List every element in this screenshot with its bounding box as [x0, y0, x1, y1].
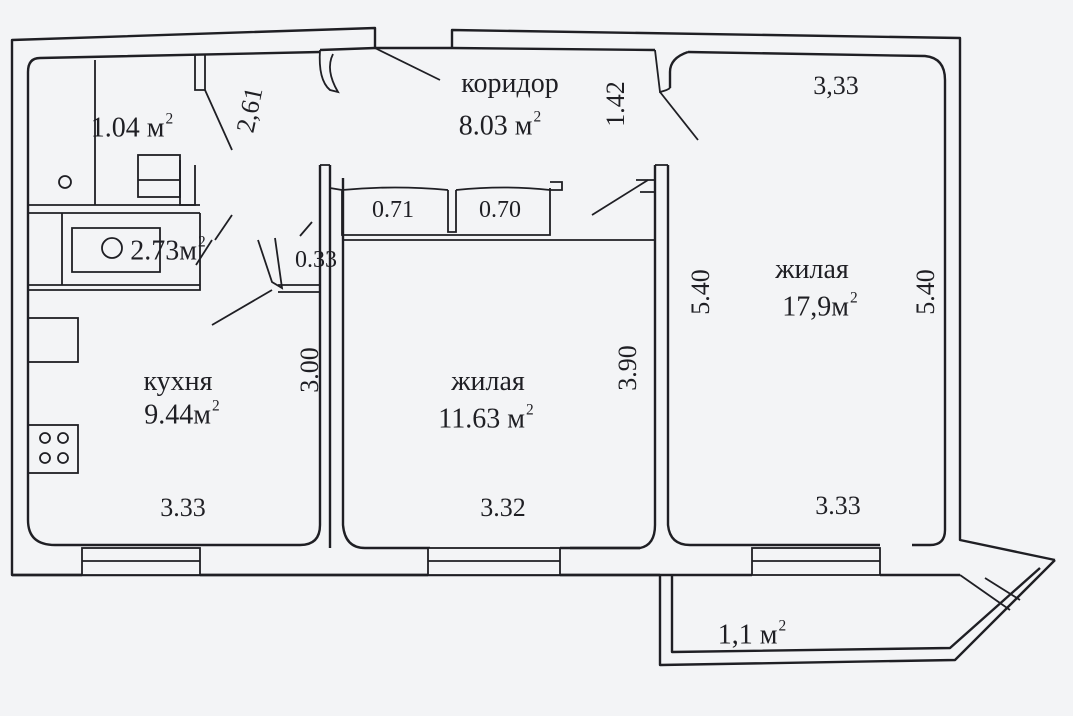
dim-closet-left: 0.71 — [372, 197, 414, 223]
room-area-balcony: 1,1 м2 — [717, 617, 787, 651]
dim-right-top: 3,33 — [813, 71, 859, 100]
dim-right-height-left: 5.40 — [686, 269, 715, 315]
room-name-living-middle: жилая — [451, 366, 525, 397]
room-area-kitchen: 9.44м2 — [144, 397, 220, 431]
room-area-bath: 2.73м2 — [130, 233, 206, 267]
fixtures — [27, 154, 181, 474]
room-name-kitchen: кухня — [143, 366, 213, 397]
dim-corridor-width: 1.42 — [601, 81, 630, 127]
dim-closet-right: 0.70 — [479, 197, 521, 223]
dim-kitchen-height: 3.00 — [295, 347, 324, 393]
room-area-wc: 1.04 м2 — [90, 110, 174, 144]
room-area-corridor: 8.03 м2 — [458, 108, 542, 142]
dim-right-height-right: 5.40 — [911, 269, 940, 315]
dim-right-bottom: 3.33 — [815, 491, 861, 520]
room-name-living-right: жилая — [775, 254, 849, 285]
partitions — [28, 60, 668, 293]
dim-kitchen-width: 3.33 — [160, 493, 206, 522]
windows — [81, 547, 881, 576]
outer-walls — [10, 26, 1056, 667]
stove-icon — [27, 424, 79, 474]
room-name-corridor: коридор — [461, 68, 559, 99]
door-swings — [194, 47, 699, 326]
bathtub-icon — [71, 227, 161, 273]
kitchen-sink-icon — [27, 317, 79, 363]
room-area-living-middle: 11.63 м2 — [438, 401, 534, 435]
toilet-icon — [137, 154, 181, 198]
sink-icon — [58, 175, 72, 189]
dim-middle-width: 3.32 — [480, 493, 526, 522]
room-area-living-right: 17,9м2 — [782, 289, 858, 323]
dim-middle-height: 3.90 — [613, 345, 642, 391]
dim-niche: 0.33 — [295, 247, 337, 273]
